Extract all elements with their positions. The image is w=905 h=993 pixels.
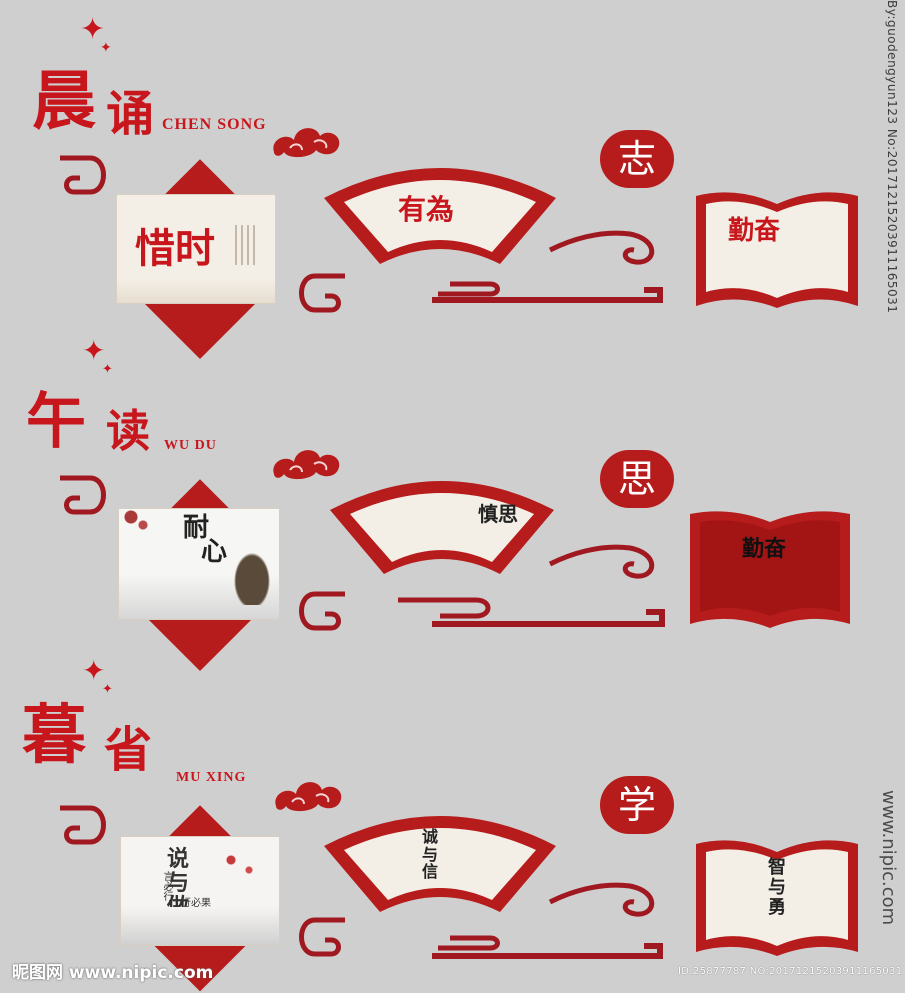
scroll-ornament-icon <box>60 805 106 845</box>
sparkle-icon: ✦ <box>82 334 106 367</box>
swirl-line-ornament-icon <box>432 230 663 303</box>
panel-subtext: 言必行 <box>161 871 172 901</box>
scroll-ornament-icon <box>299 917 345 957</box>
panel-calligraphy: 心 <box>201 537 228 567</box>
section-title-char: 读 <box>106 406 150 457</box>
section-latin-title: CHEN SONG <box>162 116 267 133</box>
fan-frame <box>330 481 554 574</box>
fan-calligraphy: 有為 <box>398 193 455 226</box>
watermark-author: By:guodengyun123 No:20171215203911165031 <box>885 0 899 314</box>
fan-calligraphy: 诚与信 <box>422 827 439 882</box>
scroll-ornament-icon <box>299 591 345 631</box>
panel-subtext: 行必果 <box>181 898 211 909</box>
panel-xishi: 惜时 <box>116 194 276 304</box>
sparkle-icon: ✦ <box>80 12 106 47</box>
fan-frame <box>324 816 556 912</box>
swirl-line-ornament-icon <box>432 882 663 959</box>
watermark-site: www.nipic.com <box>878 790 899 926</box>
panel-naixin: 耐 心 <box>118 508 280 620</box>
cloud-ornament-icon <box>273 450 340 480</box>
book-calligraphy: 勤奋 <box>742 536 787 562</box>
footer-id: ID:25877787 NO:20171215203911165031 <box>678 966 903 977</box>
scroll-ornament-icon <box>299 273 345 313</box>
cloud-ornament-icon <box>275 782 342 812</box>
sparkle-icon: ✦ <box>82 654 106 687</box>
badge-si: 思 <box>600 450 674 508</box>
book-calligraphy: 勤奋 <box>728 216 781 246</box>
section-latin-title: WU DU <box>164 438 217 453</box>
sparkle-icon: ✦ <box>102 682 113 697</box>
badge-zhi: 志 <box>600 130 674 188</box>
swirl-line-ornament-icon <box>398 544 665 627</box>
book-frame <box>696 840 858 956</box>
panel-shuozuo: 说与做 言必行 行必果 <box>120 836 280 946</box>
section-title-char: 省 <box>104 722 153 778</box>
book-frame <box>690 511 850 628</box>
book-calligraphy: 智与勇 <box>768 857 786 918</box>
panel-calligraphy: 惜时 <box>135 225 215 272</box>
scroll-ornament-icon <box>60 155 106 195</box>
sparkle-icon: ✦ <box>100 40 112 56</box>
cloud-ornament-icon <box>273 128 340 158</box>
sparkle-icon: ✦ <box>102 362 113 377</box>
section-title-char: 暮 <box>22 698 86 773</box>
badge-xue: 学 <box>600 776 674 834</box>
panel-calligraphy: 耐 <box>183 513 210 543</box>
book-frame <box>696 192 858 308</box>
fan-frame <box>324 168 556 264</box>
section-title-char: 晨 <box>32 64 96 139</box>
footer-site-logo: 昵图网 www.nipic.com <box>12 963 214 983</box>
section-latin-title: MU XING <box>176 770 247 785</box>
section-title-char: 午 <box>26 387 86 457</box>
fan-calligraphy: 慎思 <box>478 502 518 526</box>
scroll-ornament-icon <box>60 475 106 515</box>
section-title-char: 诵 <box>106 86 155 142</box>
